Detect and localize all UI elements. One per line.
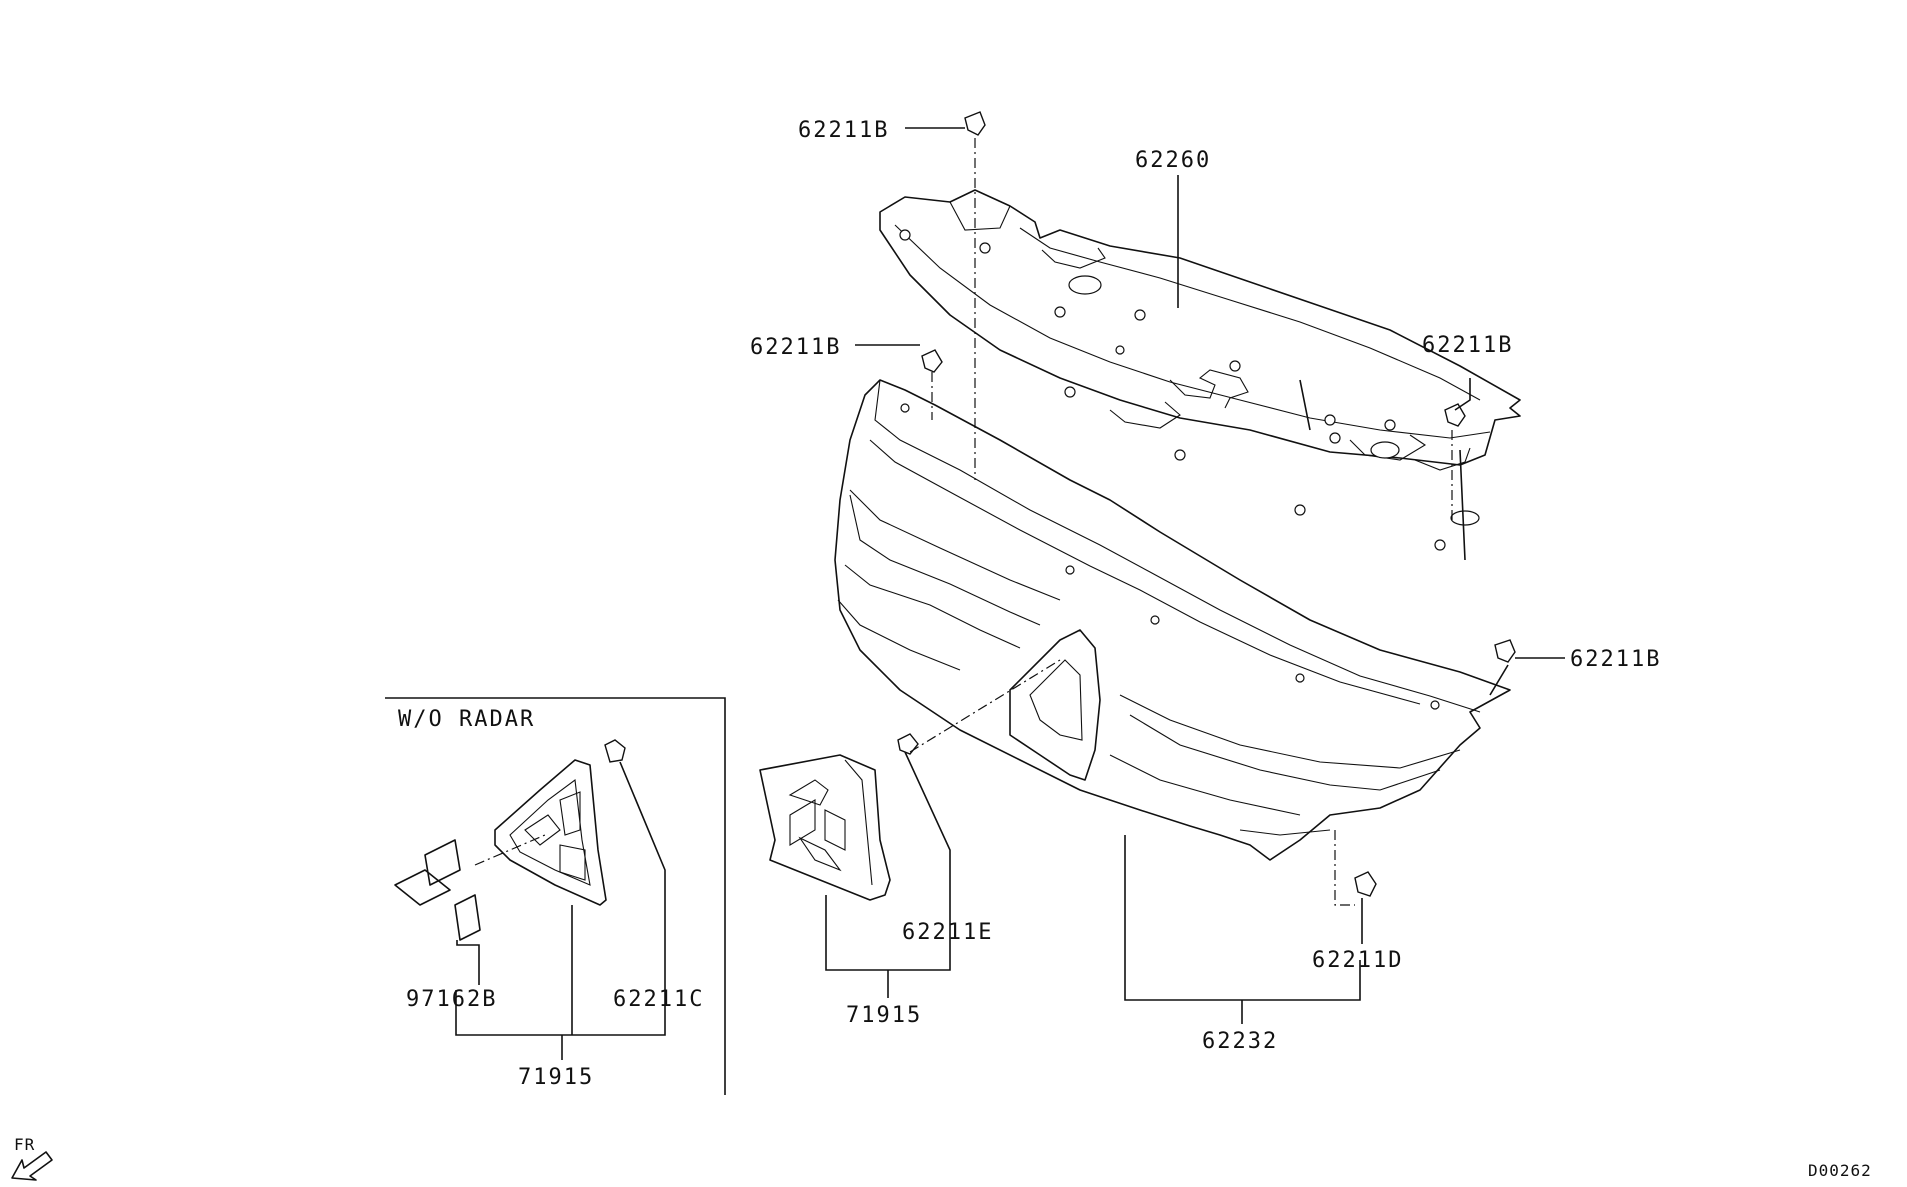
inset-title: W/O RADAR — [398, 707, 535, 732]
front-marker-text: FR — [14, 1135, 35, 1154]
label-62211b-left: 62211B — [750, 335, 841, 360]
label-62211b-top: 62211B — [798, 118, 889, 143]
diagram-code: D00262 — [1808, 1161, 1872, 1180]
leader-lines — [455, 127, 1565, 1060]
inset-without-radar: W/O RADAR — [385, 697, 726, 1095]
label-62260: 62260 — [1135, 148, 1211, 173]
label-62211c: 62211C — [613, 987, 704, 1012]
fasteners — [897, 111, 1516, 897]
front-emblem-assembly — [759, 754, 891, 901]
label-62211d: 62211D — [1312, 948, 1403, 973]
radiator-grille — [834, 379, 1511, 861]
upper-radiator-shroud — [879, 189, 1521, 561]
label-62232: 62232 — [1202, 1029, 1278, 1054]
label-97162b: 97162B — [406, 987, 497, 1012]
part-labels: 62211B 62260 62211B 62211B 62211B 62211E… — [406, 118, 1661, 1090]
label-62211e: 62211E — [902, 920, 993, 945]
front-direction-marker: FR — [11, 1135, 53, 1181]
label-62211b-right-top: 62211B — [1422, 333, 1513, 358]
label-71915-left: 71915 — [518, 1065, 594, 1090]
label-71915-middle: 71915 — [846, 1003, 922, 1028]
label-62211b-right-mid: 62211B — [1570, 647, 1661, 672]
front-arrow-icon — [11, 1151, 53, 1181]
